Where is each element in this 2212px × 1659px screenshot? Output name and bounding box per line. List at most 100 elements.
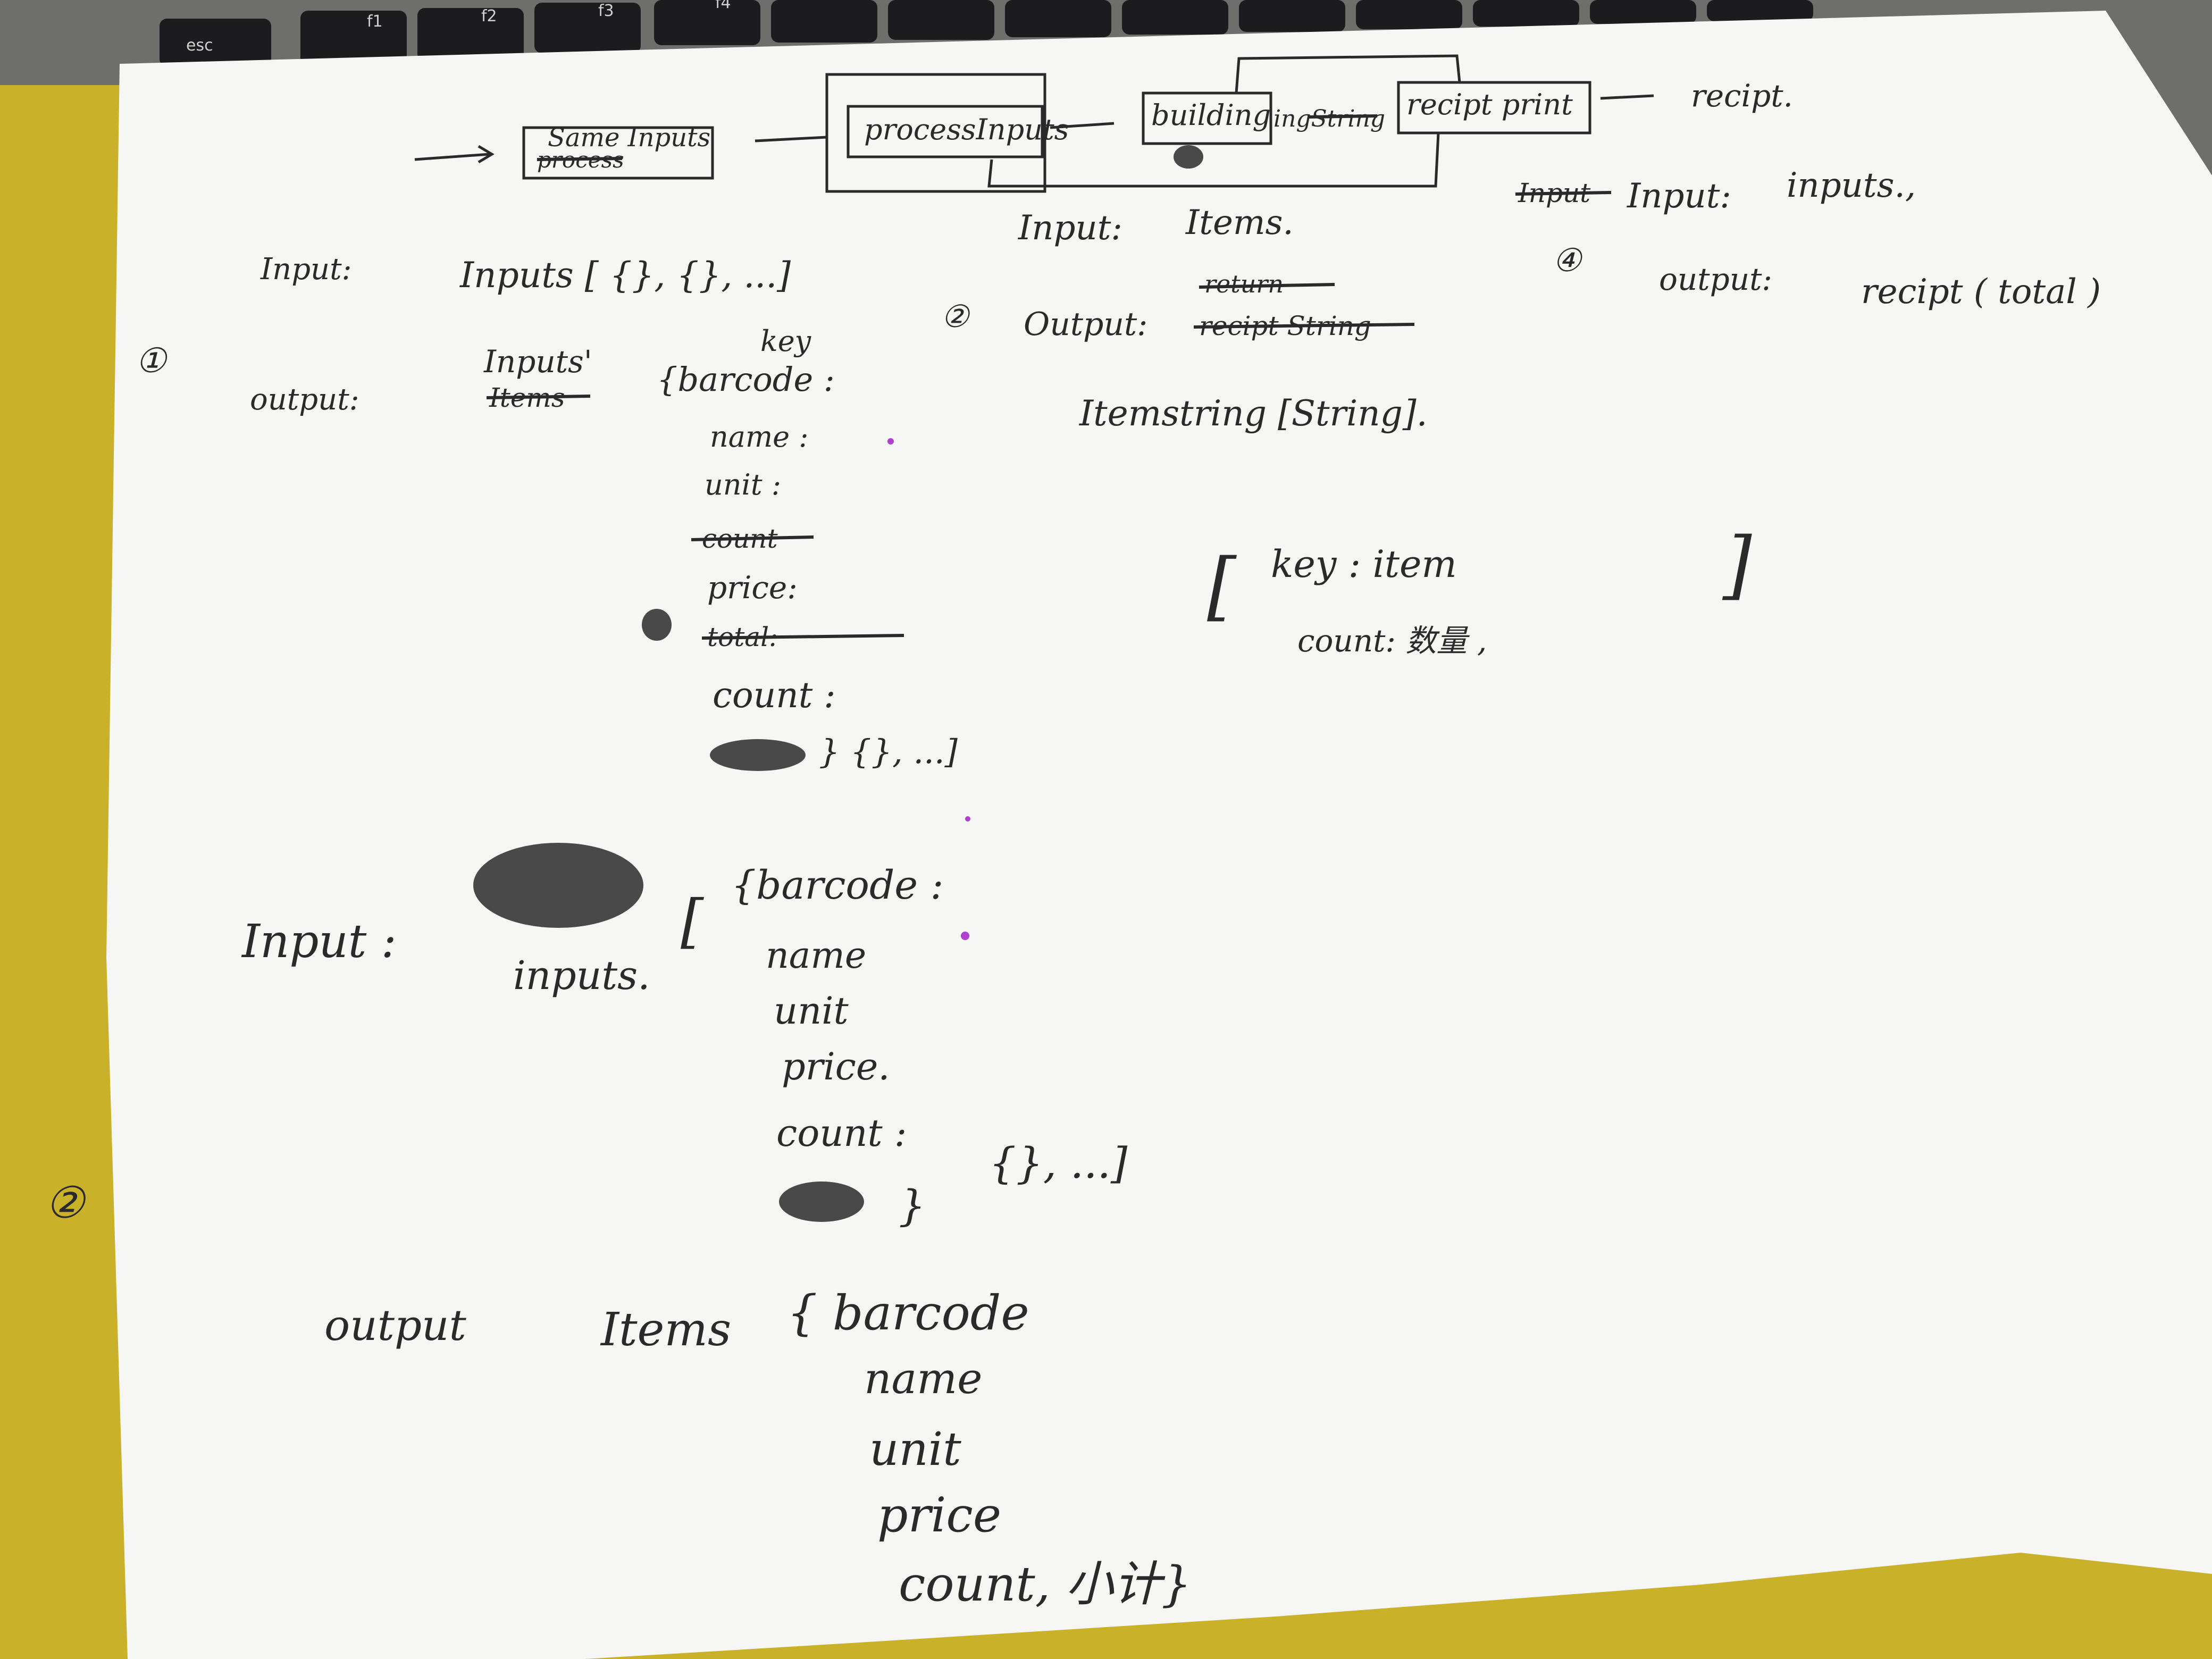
key-f9 [1239, 0, 1345, 32]
section1-input-value: Inputs [ {}, {}, ...] [459, 255, 791, 296]
bottom-field-barcode: {barcode : [731, 862, 944, 908]
section2-output-value: Itemstring [String]. [1079, 393, 1428, 434]
section3-input-value: inputs., [1787, 166, 1916, 205]
section3-output-label: output: [1659, 261, 1772, 297]
bottom-output-label: output [324, 1301, 467, 1350]
section1-scribble-dot [642, 609, 672, 641]
purple-dot-2 [965, 816, 970, 822]
flow-box2-label: processInputs [864, 113, 1069, 146]
key-f11 [1473, 0, 1579, 27]
flow-box-process-inputs [847, 105, 1044, 158]
section2-open-bracket: [ [1207, 543, 1237, 630]
section3-output-value: recipt ( total ) [1861, 272, 2101, 312]
key-f1-label: f1 [367, 12, 383, 31]
section1-input-label: Input: [260, 252, 351, 287]
bottom-output-name: Items [600, 1303, 731, 1356]
key-extra [1707, 0, 1813, 21]
section2-close-bracket: ] [1722, 522, 1752, 608]
flow-box-same-inputs [522, 126, 714, 180]
section2-output-label: Output: [1024, 306, 1147, 343]
section3-input-label: Input: [1627, 177, 1731, 216]
flow-box4-label: recipt print [1406, 88, 1573, 121]
bottom-output-unit: unit [869, 1423, 961, 1476]
flow-scribble [1174, 145, 1203, 169]
section2-obj-key: key : item [1271, 542, 1457, 586]
keyboard-keys [160, 0, 1813, 66]
bottom-output-barcode: { barcode [787, 1285, 1029, 1341]
flow-diagram [414, 54, 1654, 193]
key-f7 [1005, 0, 1111, 37]
section1-field-count: count : [713, 675, 835, 716]
section1-field-price: price: [707, 569, 798, 606]
key-esc [160, 19, 271, 66]
bottom-open-bracket: [ [681, 887, 704, 955]
flow-box3-label: building [1151, 98, 1271, 132]
bottom-field-price: price. [782, 1045, 890, 1088]
key-f2-label: f2 [481, 7, 497, 26]
key-f12 [1590, 0, 1696, 24]
section2-strike-1 [1199, 283, 1335, 289]
flow-loop-top [1235, 54, 1461, 94]
key-f6 [888, 0, 994, 40]
bottom-field-name: name [766, 935, 866, 977]
section1-strike-items [486, 395, 591, 399]
key-f4-label: f4 [715, 0, 731, 12]
section2-input-label: Input: [1018, 208, 1122, 248]
flow-strike-1 [537, 157, 623, 161]
key-esc-label: esc [186, 36, 213, 55]
section1-marker: ① [136, 341, 168, 381]
key-f8 [1122, 0, 1228, 35]
bottom-scribble [779, 1182, 864, 1222]
section1-strike-total [701, 634, 904, 640]
flow-arrow-3 [1600, 94, 1654, 100]
section3-marker: ④ [1553, 242, 1583, 279]
key-f1 [300, 11, 407, 66]
flow-box-building [1142, 91, 1272, 145]
flow-strike-2 [1308, 114, 1378, 119]
flow-arrow-2 [1050, 122, 1115, 129]
section2-input-value: Items. [1185, 203, 1294, 242]
bottom-input-label: Input : [241, 915, 397, 968]
section2-obj-count: count: 数量 , [1297, 623, 1487, 659]
section2-output-struck-1: return [1204, 270, 1284, 298]
key-f3 [534, 3, 641, 53]
section2-strike-2 [1193, 323, 1415, 329]
section3-strike [1515, 191, 1612, 196]
section1-field-barcode: {barcode : [657, 360, 835, 399]
flow-loop-bottom [987, 132, 1440, 188]
flow-box-recipt-print [1397, 81, 1591, 135]
bottom-close-brace: } [899, 1181, 926, 1230]
key-f5 [771, 0, 877, 43]
section1-output-label: output: [250, 382, 359, 417]
paper-sheet [106, 11, 2212, 1659]
bottom-tail: {}, ...] [989, 1138, 1128, 1188]
flow-box1-label: Same Inputs [548, 123, 710, 153]
bottom-marker: ② [45, 1178, 86, 1228]
section2-marker: ② [941, 298, 970, 334]
bottom-output-price: price [877, 1487, 1001, 1543]
bottom-field-unit: unit [774, 989, 849, 1033]
bottom-field-count: count : [776, 1111, 907, 1155]
flow-arrow-in [414, 153, 490, 161]
section1-strike-count [691, 535, 814, 541]
key-f4 [654, 0, 760, 45]
flow-arrow-in-head [477, 145, 495, 164]
bottom-output-name-field: name [864, 1354, 982, 1403]
key-f3-label: f3 [598, 2, 614, 20]
purple-dot-1 [887, 438, 894, 445]
section1-scribble-bottom [710, 739, 806, 771]
key-f10 [1356, 0, 1462, 29]
purple-dot-3 [961, 932, 969, 940]
bottom-output-count: count, 小计} [899, 1556, 1192, 1612]
bottom-input-name: inputs. [513, 953, 650, 999]
flow-box3-extra: ingString [1273, 105, 1385, 132]
section1-tail: } {}, ...] [819, 732, 958, 771]
section1-field-unit: unit : [705, 468, 781, 501]
flow-outer-box [825, 73, 1046, 193]
section1-output-name: Inputs' [483, 343, 592, 380]
flow-result-label: recipt. [1691, 78, 1793, 114]
bottom-scribble-name [473, 843, 643, 928]
key-f2 [417, 8, 524, 61]
section1-field-name: name : [710, 420, 809, 454]
